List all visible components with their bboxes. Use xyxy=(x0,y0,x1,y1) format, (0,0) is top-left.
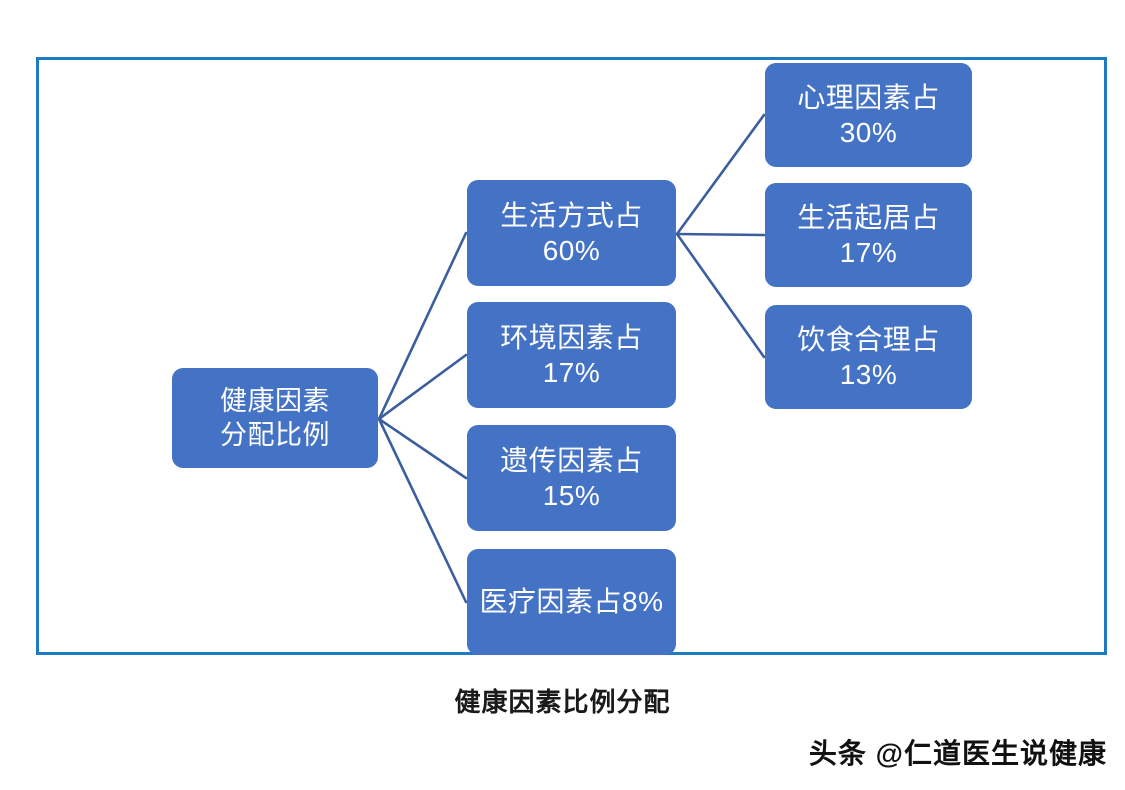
node-diet-line2: 13% xyxy=(839,359,898,390)
watermark: 头条 @仁道医生说健康 xyxy=(808,738,1107,769)
node-diet-line1: 饮食合理占 xyxy=(797,323,940,355)
node-psychological-line2: 30% xyxy=(839,117,898,148)
node-root-line2: 分配比例 xyxy=(220,420,330,450)
node-genetic[interactable]: 遗传因素占 15% xyxy=(467,425,676,531)
node-genetic-line1: 遗传因素占 xyxy=(500,444,643,476)
node-genetic-line2: 15% xyxy=(542,480,601,511)
node-diet[interactable]: 饮食合理占 13% xyxy=(765,305,972,409)
node-psychological[interactable]: 心理因素占 30% xyxy=(765,63,972,167)
node-daily-routine-line2: 17% xyxy=(839,237,898,268)
node-lifestyle-line2: 60% xyxy=(542,235,601,266)
node-root-line1: 健康因素 xyxy=(220,385,330,416)
node-root-health-factor-allocation[interactable]: 健康因素 分配比例 xyxy=(172,368,378,468)
node-medical-line1: 医疗因素占8% xyxy=(479,586,664,618)
node-psychological-line1: 心理因素占 xyxy=(797,81,940,113)
node-lifestyle[interactable]: 生活方式占 60% xyxy=(467,180,676,286)
node-medical[interactable]: 医疗因素占8% xyxy=(467,549,676,655)
node-environment-line1: 环境因素占 xyxy=(500,321,643,353)
node-environment[interactable]: 环境因素占 17% xyxy=(467,302,676,408)
node-environment-line2: 17% xyxy=(542,357,601,388)
diagram-caption: 健康因素比例分配 xyxy=(454,687,671,717)
node-lifestyle-line1: 生活方式占 xyxy=(500,199,643,231)
node-daily-routine-line1: 生活起居占 xyxy=(797,201,940,233)
node-daily-routine[interactable]: 生活起居占 17% xyxy=(765,183,972,287)
